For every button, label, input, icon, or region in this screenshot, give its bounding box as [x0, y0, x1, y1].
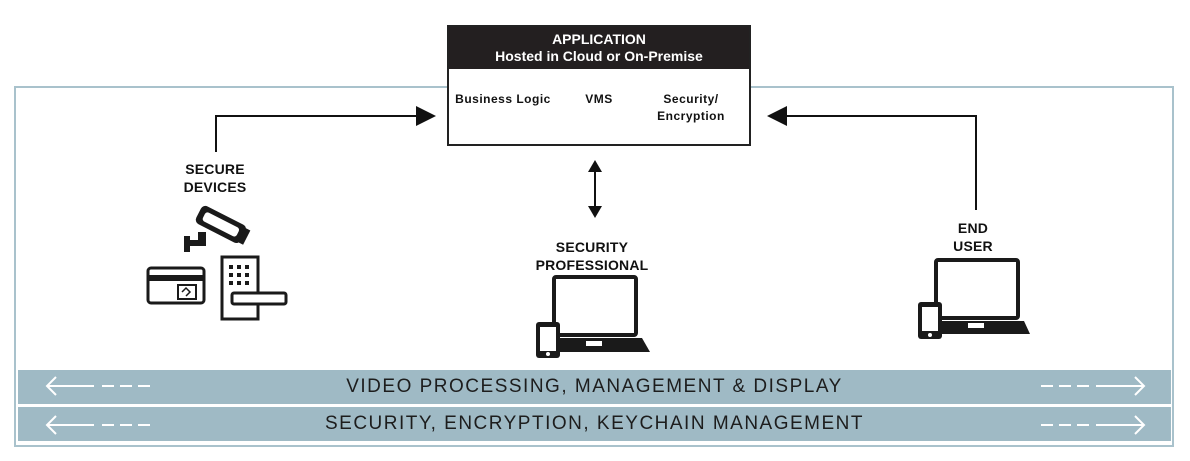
connector-user-to-application — [767, 106, 977, 210]
band-video-processing: VIDEO PROCESSING, MANAGEMENT & DISPLAY — [18, 370, 1171, 404]
component-business-logic: Business Logic — [453, 91, 553, 108]
application-box: APPLICATION Hosted in Cloud or On-Premis… — [447, 25, 751, 146]
connector-devices-to-application — [215, 106, 436, 152]
laptop-icon — [540, 275, 650, 352]
component-vms: VMS — [549, 91, 649, 108]
end-user-label: END USER — [953, 220, 993, 254]
band-left-arrow-icon — [45, 415, 150, 435]
band-right-arrow-icon — [1041, 376, 1146, 396]
band-security-label: SECURITY, ENCRYPTION, KEYCHAIN MANAGEMEN… — [324, 413, 865, 434]
security-camera-icon — [184, 205, 251, 252]
security-professional-label: SECURITY PROFESSIONAL — [535, 239, 649, 273]
band-right-arrow-icon — [1041, 415, 1146, 435]
application-components: Business Logic VMS Security/ Encryption — [449, 69, 749, 144]
component-label: VMS — [585, 92, 613, 106]
access-card-icon — [146, 266, 206, 305]
application-title: APPLICATION — [552, 31, 646, 47]
door-lock-keypad-icon — [220, 255, 288, 321]
laptop-icon — [924, 258, 1030, 334]
component-label: Security/ Encryption — [657, 92, 725, 123]
component-security-encryption: Security/ Encryption — [641, 91, 741, 125]
connector-professional-application — [588, 160, 602, 218]
smartphone-icon — [918, 302, 942, 339]
application-subtitle: Hosted in Cloud or On-Premise — [495, 48, 703, 64]
application-header: APPLICATION Hosted in Cloud or On-Premis… — [449, 27, 749, 69]
band-security-encryption: SECURITY, ENCRYPTION, KEYCHAIN MANAGEMEN… — [18, 407, 1171, 441]
band-left-arrow-icon — [45, 376, 150, 396]
component-label: Business Logic — [455, 92, 551, 106]
smartphone-icon — [536, 322, 560, 358]
band-video-label: VIDEO PROCESSING, MANAGEMENT & DISPLAY — [346, 376, 843, 397]
secure-devices-label: SECURE DEVICES — [183, 161, 247, 195]
